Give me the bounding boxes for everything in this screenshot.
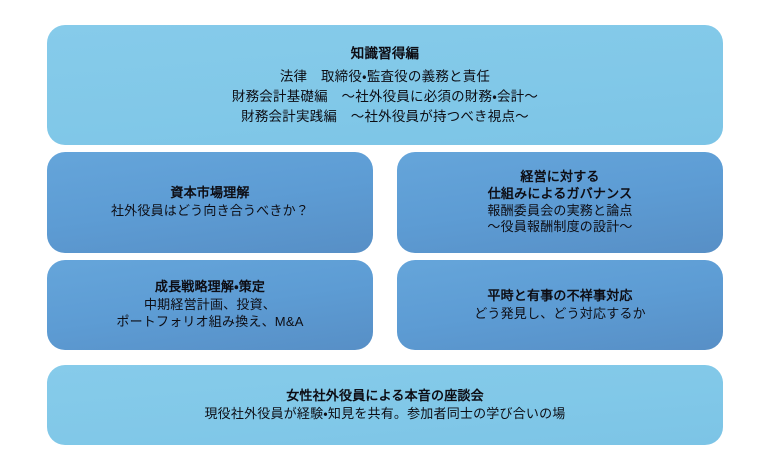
card-knowledge-line-3: 財務会計実践編 〜社外役員が持つべき視点〜 <box>241 108 529 124</box>
card-knowledge-title: 知識習得編 <box>350 45 420 61</box>
card-growth-strategy-title: 成長戦略理解・策定 <box>154 279 266 295</box>
card-knowledge-acquisition[interactable]: 知識習得編 法律 取締役・監査役の義務と責任 財務会計基礎編 〜社外役員に必須の… <box>47 25 723 145</box>
card-governance-line-2: 〜役員報酬制度の設計〜 <box>487 219 633 235</box>
card-misconduct-response[interactable]: 平時と有事の不祥事対応 どう発見し、どう対応するか <box>397 260 723 350</box>
card-growth-strategy-line-2: ポートフォリオ組み換え、M&A <box>116 313 304 329</box>
card-capital-market-title: 資本市場理解 <box>170 185 250 201</box>
card-governance-title-1: 経営に対する <box>520 168 600 184</box>
card-capital-market-understanding[interactable]: 資本市場理解 社外役員はどう向き合うべきか？ <box>47 152 373 253</box>
card-growth-strategy-line-1: 中期経営計画、投資、 <box>143 297 276 313</box>
card-governance-by-structure[interactable]: 経営に対する 仕組みによるガバナンス 報酬委員会の実務と論点 〜役員報酬制度の設… <box>397 152 723 253</box>
card-capital-market-line-1: 社外役員はどう向き合うべきか？ <box>110 203 309 218</box>
card-misconduct-title: 平時と有事の不祥事対応 <box>487 287 633 303</box>
card-governance-title-2: 仕組みによるガバナンス <box>487 185 633 201</box>
card-roundtable-title: 女性社外役員による本音の座談会 <box>286 387 484 403</box>
card-womens-roundtable[interactable]: 女性社外役員による本音の座談会 現役社外役員が経験・知見を共有。参加者同士の学び… <box>47 365 723 445</box>
card-knowledge-line-2: 財務会計基礎編 〜社外役員に必須の財務・会計〜 <box>231 89 539 104</box>
card-roundtable-line-1: 現役社外役員が経験・知見を共有。参加者同士の学び合いの場 <box>204 405 566 421</box>
card-growth-strategy[interactable]: 成長戦略理解・策定 中期経営計画、投資、 ポートフォリオ組み換え、M&A <box>47 260 373 350</box>
card-misconduct-line-1: どう発見し、どう対応するか <box>474 305 646 321</box>
card-governance-line-1: 報酬委員会の実務と論点 <box>487 202 633 218</box>
card-knowledge-line-1: 法律 取締役・監査役の義務と責任 <box>279 69 491 85</box>
